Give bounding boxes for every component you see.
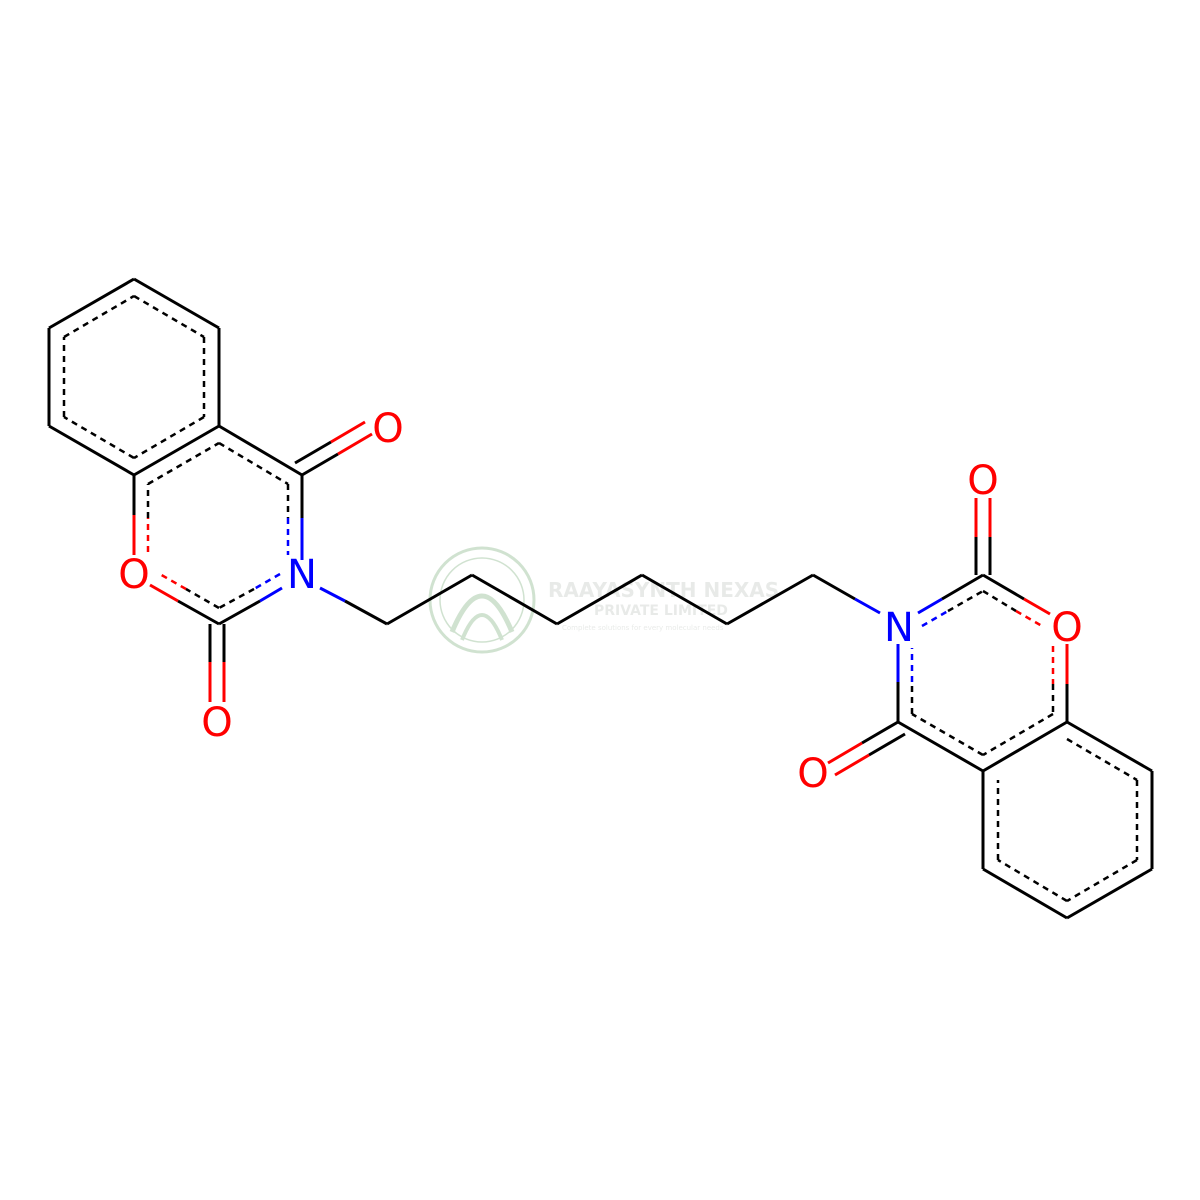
bond — [218, 599, 261, 626]
oxygen-atom-ring-1: O — [118, 552, 149, 598]
bond — [947, 589, 984, 613]
bond — [556, 573, 643, 626]
bond — [834, 753, 870, 777]
watermark-tagline: Complete solutions for every molecular n… — [562, 624, 724, 632]
oxygen-atom-ring-2: O — [1051, 605, 1082, 651]
bond — [911, 712, 984, 757]
atom-labels: O O N O O N O O — [118, 406, 1082, 797]
bond — [386, 573, 473, 626]
bond — [319, 586, 346, 603]
oxygen-atom-carbonyl-3: O — [967, 458, 998, 504]
bond — [133, 424, 220, 477]
bond — [1015, 609, 1043, 628]
bond — [48, 277, 135, 330]
bond — [812, 573, 856, 601]
bond — [982, 720, 1068, 773]
bond — [63, 415, 135, 460]
bond — [1066, 720, 1153, 773]
bond — [133, 277, 220, 330]
bond — [157, 571, 187, 591]
bond — [259, 586, 283, 603]
bond — [149, 583, 179, 603]
bond — [344, 599, 388, 626]
bond — [726, 573, 814, 626]
nitrogen-atom-1: N — [287, 552, 317, 598]
bond — [253, 572, 281, 591]
bond — [218, 441, 289, 486]
bond — [982, 573, 1025, 601]
bond — [861, 720, 899, 745]
bond — [1066, 737, 1138, 782]
aromatic-inner-ring — [62, 294, 206, 460]
bond — [471, 573, 558, 626]
aromatic-inner-ring — [146, 441, 290, 610]
bonds — [47, 277, 1154, 920]
bond — [218, 587, 255, 610]
bond — [1066, 867, 1153, 920]
watermark: RAAYASYNTH NEXAS PRIVATE LIMITED Complet… — [428, 546, 779, 654]
bond — [337, 432, 373, 456]
bond — [982, 712, 1054, 757]
bond — [917, 597, 943, 615]
watermark-company-name: RAAYASYNTH NEXAS — [548, 578, 779, 602]
logo-inner-ring — [439, 557, 525, 643]
bond — [997, 858, 1068, 903]
logo-leaf-inner-icon — [460, 613, 504, 641]
bond — [641, 573, 728, 626]
oxygen-atom-carbonyl-1: O — [372, 406, 403, 452]
watermark-company-suffix: PRIVATE LIMITED — [594, 603, 728, 619]
nitrogen-atom-2: N — [884, 605, 914, 651]
bond — [1066, 858, 1138, 903]
bond — [1023, 597, 1051, 616]
bond — [982, 867, 1068, 920]
bond — [827, 741, 863, 765]
oxygen-atom-carbonyl-2: O — [201, 700, 232, 746]
aromatic-inner-ring — [996, 737, 1139, 903]
bond — [133, 415, 205, 460]
bond — [133, 294, 205, 339]
bond — [177, 599, 220, 626]
oxygen-atom-carbonyl-4: O — [797, 751, 828, 797]
bond — [147, 441, 220, 486]
bond — [921, 609, 949, 628]
logo-leaf-icon — [449, 593, 515, 633]
bond — [330, 420, 366, 444]
bond — [941, 573, 984, 601]
bond — [854, 597, 881, 615]
bond — [48, 424, 135, 477]
bond — [301, 452, 339, 477]
bond — [63, 294, 135, 339]
bond — [868, 732, 906, 757]
aromatic-inner-ring — [910, 589, 1055, 757]
bond — [218, 424, 303, 477]
bond — [897, 720, 984, 773]
bond — [294, 440, 332, 465]
